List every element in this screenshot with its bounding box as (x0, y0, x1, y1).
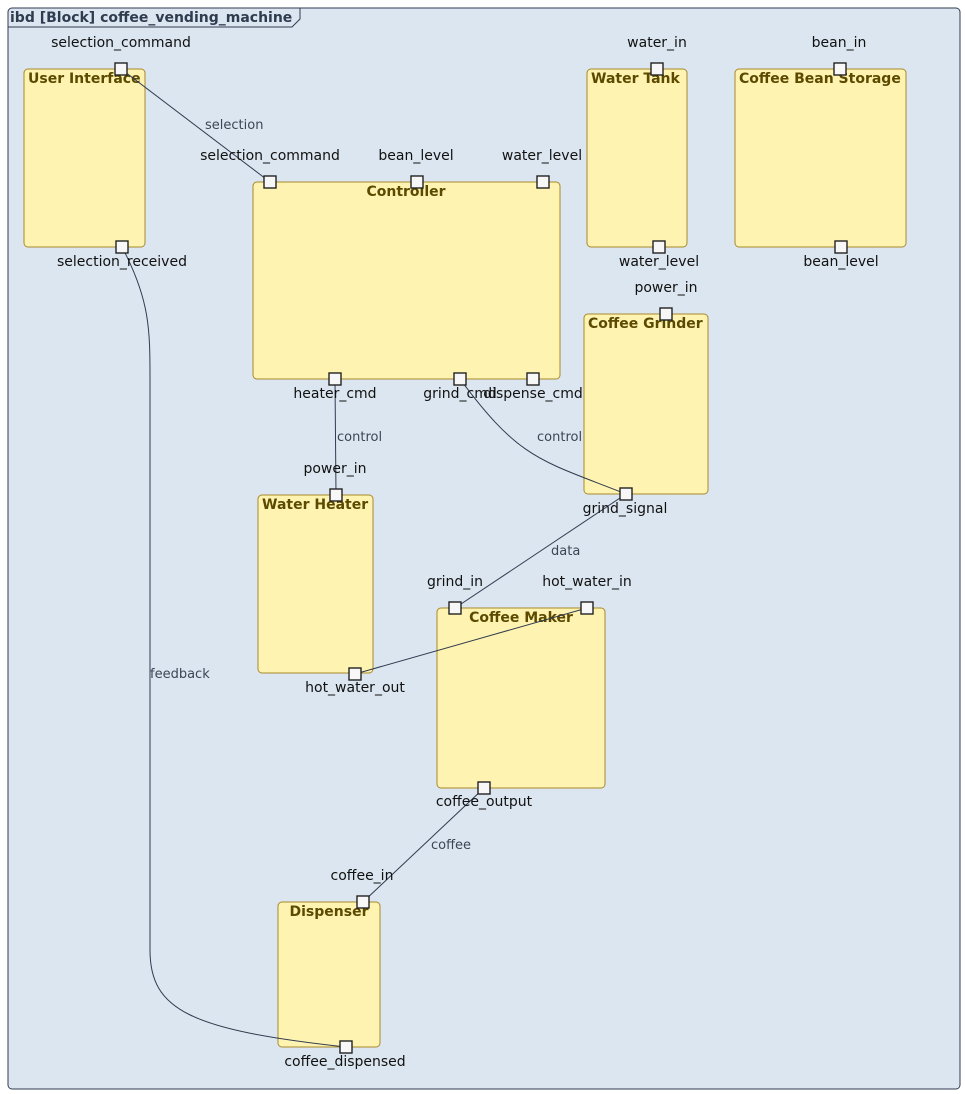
block-water-tank[interactable]: Water Tank (586, 68, 688, 248)
port-tank-water-level-label: water_level (619, 254, 699, 270)
port-ctrl-water-level-label: water_level (502, 148, 582, 164)
block-coffee-grinder[interactable]: Coffee Grinder (583, 313, 709, 495)
port-ui-selection-received[interactable] (115, 240, 129, 254)
frame-title-tab (8, 8, 301, 28)
block-controller-title: Controller (366, 184, 445, 200)
diagram-frame (7, 7, 961, 1090)
connector-control-grinder-label: control (537, 430, 582, 445)
port-ctrl-bean-level[interactable] (410, 175, 424, 189)
port-ctrl-heater-cmd[interactable] (328, 372, 342, 386)
connector-feedback[interactable] (121, 246, 347, 1048)
port-maker-hot-water-in[interactable] (580, 601, 594, 615)
port-storage-bean-in-label: bean_in (812, 35, 867, 51)
connector-control-heater[interactable] (334, 378, 337, 496)
port-grinder-grind-signal[interactable] (619, 487, 633, 501)
port-maker-coffee-output-label: coffee_output (436, 794, 533, 810)
block-dispenser-title: Dispenser (290, 904, 369, 920)
block-water-heater[interactable]: Water Heater (257, 494, 374, 674)
connector-hot-water[interactable] (354, 607, 588, 675)
port-heater-hot-water-out-label: hot_water_out (305, 680, 405, 696)
connector-coffee[interactable] (362, 787, 485, 903)
port-grinder-power-in[interactable] (659, 307, 673, 321)
connector-coffee-label: coffee (431, 838, 471, 853)
block-user-interface[interactable]: User Interface (23, 68, 146, 248)
connector-data[interactable] (454, 493, 627, 609)
port-grinder-power-in-label: power_in (634, 280, 697, 296)
connector-selection[interactable] (120, 68, 271, 183)
block-coffee-maker-title: Coffee Maker (469, 610, 573, 626)
port-ctrl-selection-command[interactable] (263, 175, 277, 189)
port-dispenser-coffee-dispensed[interactable] (339, 1040, 353, 1054)
port-ctrl-dispense-cmd-label: dispense_cmd (483, 386, 583, 402)
port-ui-selection-command-label: selection_command (51, 35, 191, 51)
connector-feedback-label: feedback (150, 667, 210, 682)
frame-title: ibd [Block] coffee_vending_machine (10, 10, 292, 26)
port-ctrl-bean-level-label: bean_level (378, 148, 453, 164)
connector-control-grinder[interactable] (459, 378, 627, 495)
port-storage-bean-level-label: bean_level (803, 254, 878, 270)
port-ctrl-selection-command-label: selection_command (200, 148, 340, 164)
block-water-tank-title: Water Tank (591, 71, 681, 87)
port-heater-hot-water-out[interactable] (348, 667, 362, 681)
block-controller[interactable]: Controller (252, 181, 561, 380)
port-storage-bean-level[interactable] (834, 240, 848, 254)
port-tank-water-in-label: water_in (627, 35, 687, 51)
connector-selection-label: selection (205, 118, 263, 133)
block-user-interface-title: User Interface (28, 71, 141, 87)
block-coffee-bean-storage-title: Coffee Bean Storage (739, 71, 901, 87)
port-ui-selection-command[interactable] (114, 62, 128, 76)
port-ctrl-heater-cmd-label: heater_cmd (293, 386, 376, 402)
block-dispenser[interactable]: Dispenser (277, 901, 381, 1048)
block-coffee-maker[interactable]: Coffee Maker (436, 607, 606, 789)
port-ctrl-water-level[interactable] (536, 175, 550, 189)
port-dispenser-coffee-dispensed-label: coffee_dispensed (284, 1054, 405, 1070)
port-heater-power-in-label: power_in (303, 461, 366, 477)
port-dispenser-coffee-in[interactable] (356, 895, 370, 909)
port-storage-bean-in[interactable] (833, 62, 847, 76)
connector-data-label: data (551, 544, 580, 559)
port-tank-water-in[interactable] (650, 62, 664, 76)
port-grinder-grind-signal-label: grind_signal (583, 501, 668, 517)
port-maker-grind-in[interactable] (448, 601, 462, 615)
port-ui-selection-received-label: selection_received (57, 254, 187, 270)
connector-control-heater-label: control (337, 430, 382, 445)
port-ctrl-dispense-cmd[interactable] (526, 372, 540, 386)
port-tank-water-level[interactable] (652, 240, 666, 254)
port-dispenser-coffee-in-label: coffee_in (331, 868, 394, 884)
port-ctrl-grind-cmd-label: grind_cmd (423, 386, 497, 402)
port-maker-coffee-output[interactable] (477, 781, 491, 795)
block-coffee-grinder-title: Coffee Grinder (588, 316, 703, 332)
block-coffee-bean-storage[interactable]: Coffee Bean Storage (734, 68, 907, 248)
port-heater-power-in[interactable] (329, 488, 343, 502)
port-maker-hot-water-in-label: hot_water_in (542, 574, 632, 590)
block-water-heater-title: Water Heater (262, 497, 368, 513)
port-maker-grind-in-label: grind_in (427, 574, 483, 590)
port-ctrl-grind-cmd[interactable] (453, 372, 467, 386)
